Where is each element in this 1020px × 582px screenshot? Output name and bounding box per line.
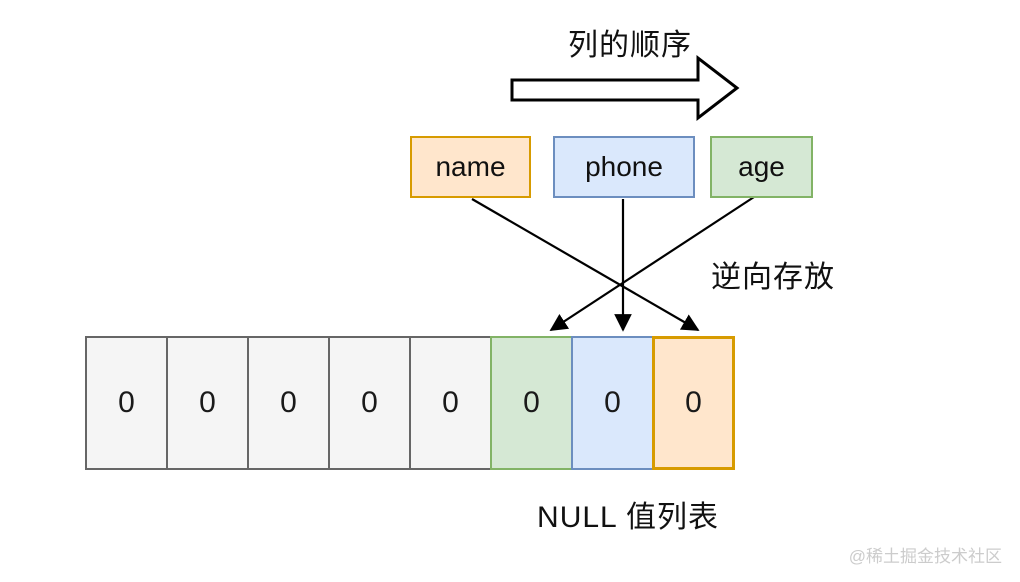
null-list-caption: NULL 值列表 (537, 501, 719, 534)
right-arrow-icon (510, 54, 740, 122)
bit-cell-phone: 0 (571, 336, 654, 470)
column-order-title: 列的顺序 (568, 29, 692, 62)
reverse-storage-label: 逆向存放 (711, 261, 835, 294)
null-bitmap-row: 0 0 0 0 0 0 0 0 (85, 336, 735, 470)
column-box-phone: phone (553, 136, 695, 198)
bit-cell-1: 0 (85, 336, 168, 470)
bit-cell-3: 0 (247, 336, 330, 470)
bit-cell-4: 0 (328, 336, 411, 470)
column-label-age: age (738, 151, 785, 182)
name-mapping-arrow (471, 198, 700, 331)
bit-cell-name: 0 (652, 336, 735, 470)
watermark-text: @稀土掘金技术社区 (848, 547, 1002, 566)
column-label-phone: phone (585, 151, 663, 182)
bit-cell-2: 0 (166, 336, 249, 470)
column-box-age: age (710, 136, 813, 198)
column-box-name: name (410, 136, 531, 198)
column-label-name: name (435, 151, 506, 182)
bit-cell-age: 0 (490, 336, 573, 470)
bit-cell-5: 0 (409, 336, 492, 470)
